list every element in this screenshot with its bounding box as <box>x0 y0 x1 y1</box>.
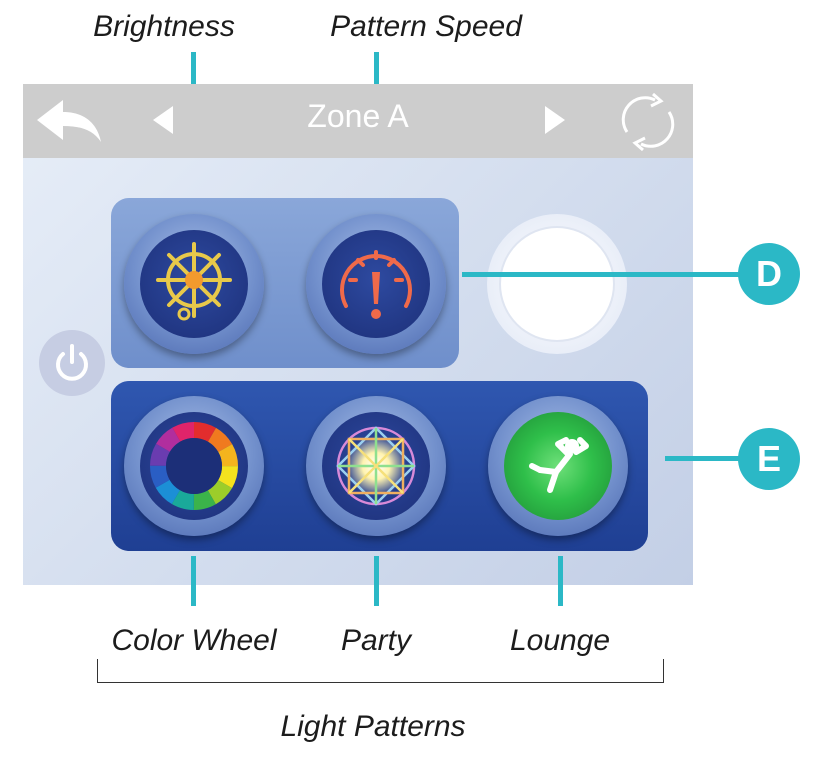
lounge-callout-label: Lounge <box>509 624 611 657</box>
brightness-icon <box>156 242 232 321</box>
party-callout-line <box>374 556 379 606</box>
d-callout-line <box>462 272 742 277</box>
power-button[interactable] <box>39 330 105 396</box>
lounge-button[interactable] <box>488 396 628 536</box>
lounge-callout-line <box>558 556 563 606</box>
color-wheel-button[interactable] <box>124 396 264 536</box>
color-wheel-callout-line <box>191 556 196 606</box>
lounge-icon <box>529 437 589 493</box>
next-arrow-icon[interactable] <box>543 104 567 136</box>
e-callout-line <box>665 456 743 461</box>
light-patterns-bracket <box>97 659 664 683</box>
controller-screen: Zone A <box>23 84 693 585</box>
color-wheel-callout-label: Color Wheel <box>111 624 277 657</box>
prev-arrow-icon[interactable] <box>151 104 175 136</box>
pattern-speed-callout-label: Pattern Speed <box>330 10 522 43</box>
callout-badge-d: D <box>738 243 800 305</box>
party-callout-label: Party <box>340 624 412 657</box>
color-indicator-button[interactable] <box>487 214 627 354</box>
callout-badge-e: E <box>738 428 800 490</box>
power-icon <box>56 344 88 381</box>
brightness-callout-label: Brightness <box>93 10 235 43</box>
color-wheel-icon <box>150 422 238 510</box>
back-arrow-icon[interactable] <box>35 96 105 146</box>
top-bar: Zone A <box>23 84 693 158</box>
pattern-speed-button[interactable] <box>306 214 446 354</box>
party-icon <box>336 426 416 506</box>
light-patterns-group-label: Light Patterns <box>280 710 466 743</box>
zone-title: Zone A <box>307 98 409 134</box>
refresh-icon[interactable] <box>617 92 679 152</box>
party-button[interactable] <box>306 396 446 536</box>
speed-gauge-icon <box>340 250 412 319</box>
brightness-button[interactable] <box>124 214 264 354</box>
color-indicator-face <box>501 228 613 340</box>
